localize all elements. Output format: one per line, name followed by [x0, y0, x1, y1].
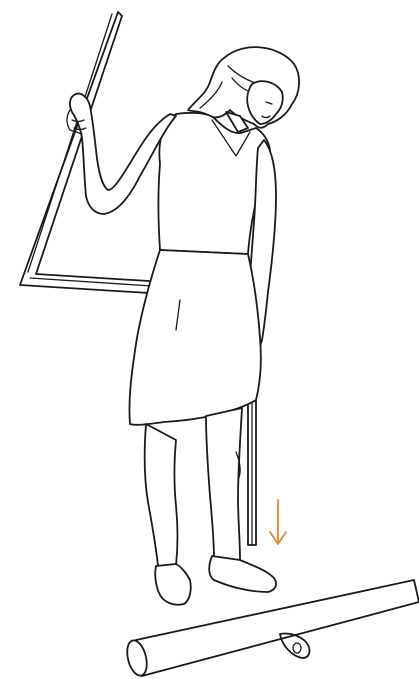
down-arrow-icon	[270, 500, 286, 544]
skirt	[129, 250, 260, 425]
legs	[145, 408, 242, 566]
